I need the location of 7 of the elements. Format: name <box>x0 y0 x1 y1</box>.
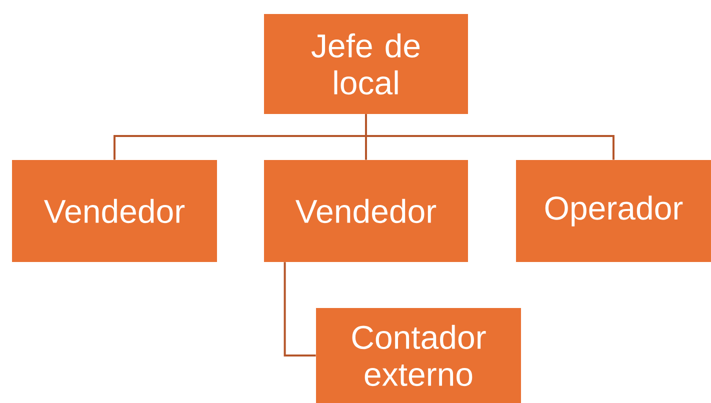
org-box: Jefe de local <box>264 14 468 114</box>
org-box: Vendedor <box>12 160 217 262</box>
org-box: Vendedor <box>264 160 468 262</box>
connector-line <box>284 262 316 356</box>
connector-line <box>365 114 614 160</box>
org-box: Operador <box>516 160 711 262</box>
org-box: Contador externo <box>316 308 521 403</box>
